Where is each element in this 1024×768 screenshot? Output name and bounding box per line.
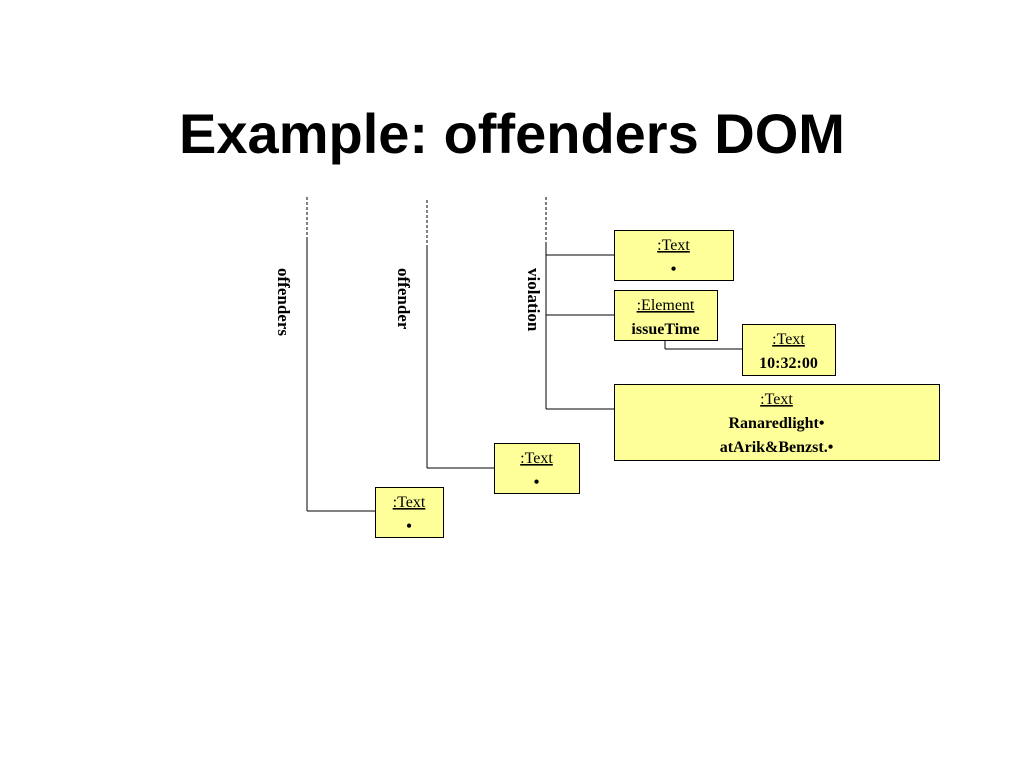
slide-title: Example: offenders DOM [179, 102, 845, 165]
connectors [306, 197, 742, 512]
node-text-time: :Text 10:32:00 [742, 324, 836, 376]
node-rect [614, 230, 734, 281]
node-rect [494, 443, 580, 494]
node-type-label: :Text [772, 331, 805, 348]
element-label-offender: offender [394, 268, 413, 330]
node-value-line: Ranaredlight• [729, 415, 825, 432]
node-value-line: issueTime [631, 321, 699, 338]
node-value-line: atArik&Benzst.• [720, 439, 834, 456]
node-type-label: :Text [657, 237, 690, 254]
node-rect [614, 290, 718, 341]
node-value-line: • [406, 518, 412, 535]
node-type-label: :Text [393, 494, 426, 511]
node-boxes: :Text•:ElementissueTime:Text10:32:00:Tex… [375, 230, 940, 538]
node-type-label: :Element [637, 297, 695, 314]
node-text-bullet-1: :Text • [614, 230, 734, 281]
element-label-violation: violation [524, 268, 543, 332]
element-label-offenders: offenders [274, 268, 293, 336]
node-text-offenders: :Text • [375, 487, 444, 538]
node-value-line: • [534, 474, 540, 491]
node-rect [375, 487, 444, 538]
node-text-offender: :Text • [494, 443, 580, 494]
node-rect [614, 384, 940, 461]
node-rect [742, 324, 836, 376]
node-element-issuetime: :Element issueTime [614, 290, 718, 341]
node-type-label: :Text [520, 450, 553, 467]
node-value-line: • [671, 261, 677, 278]
node-type-label: :Text [760, 391, 793, 408]
node-value-line: 10:32:00 [759, 355, 818, 372]
